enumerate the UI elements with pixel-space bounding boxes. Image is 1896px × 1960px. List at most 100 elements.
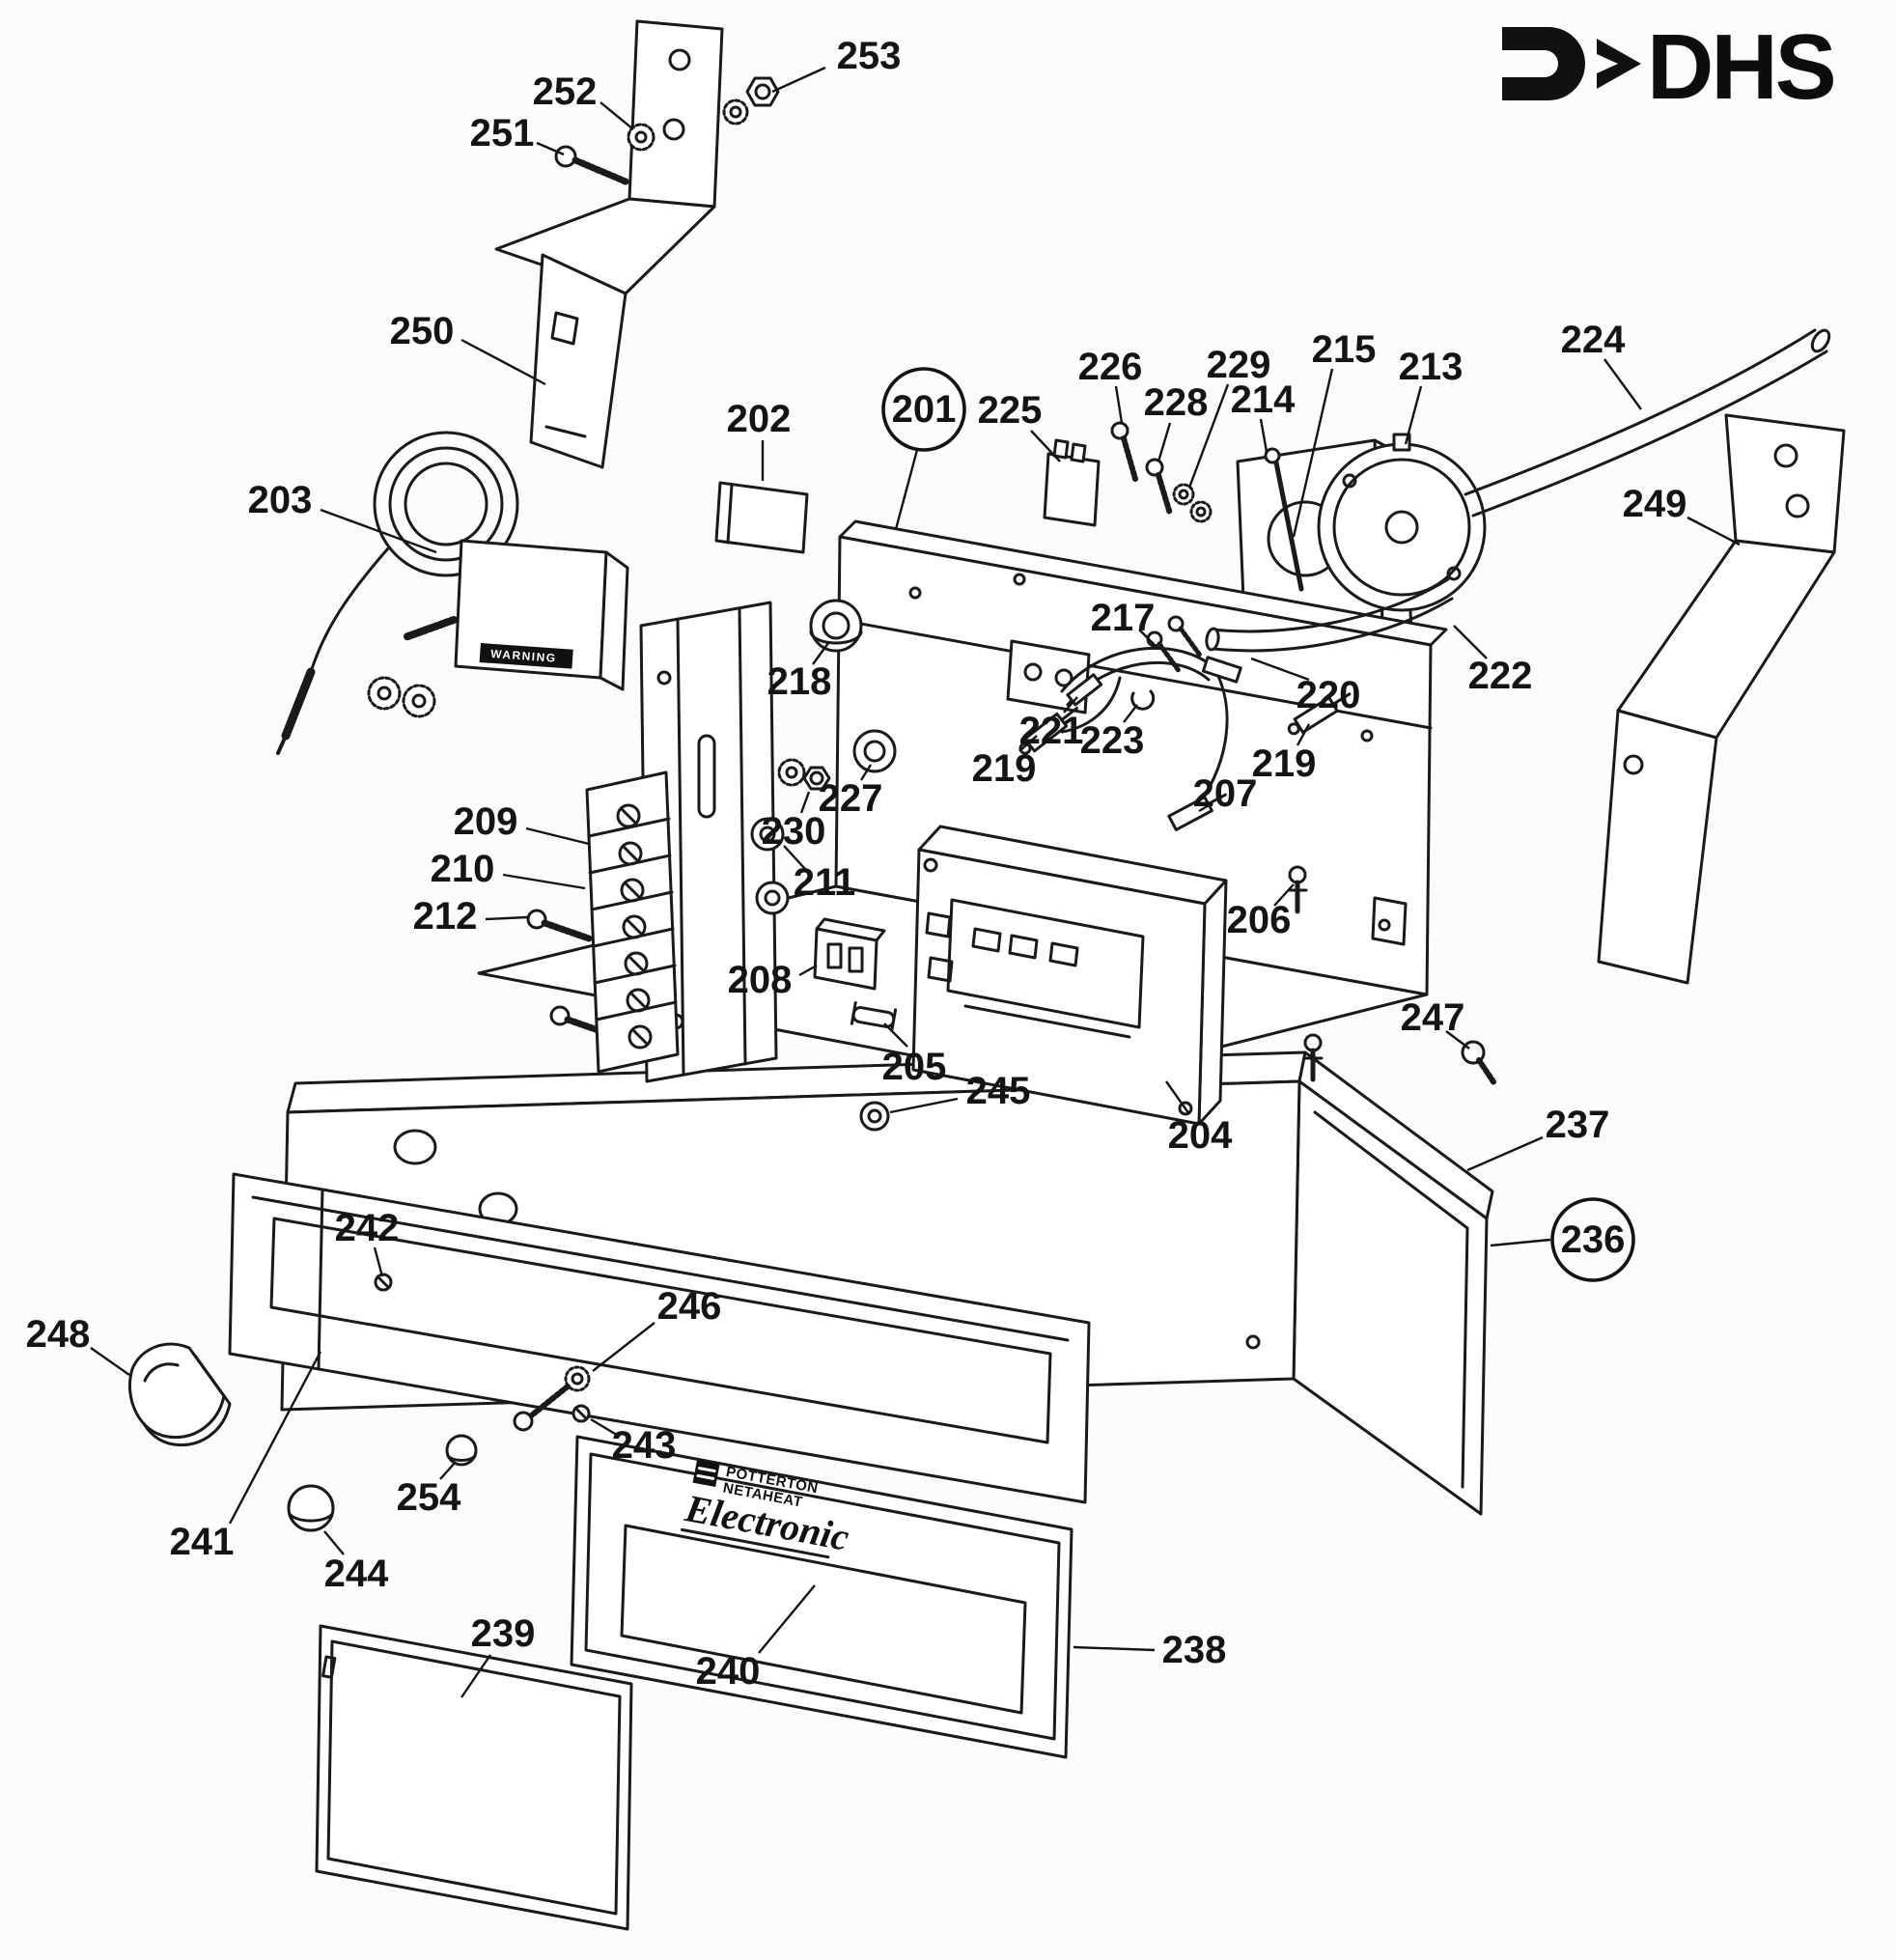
part-label-226-7: 226 <box>1078 346 1143 388</box>
part-label-209-27: 209 <box>454 800 518 843</box>
mounting-bracket-250 <box>494 19 724 469</box>
part-label-219-22: 219 <box>972 747 1037 790</box>
part-label-208-32: 208 <box>728 959 793 1001</box>
leader-line-209-27 <box>525 826 590 846</box>
screw-251 <box>554 145 629 185</box>
leader-line-230-26 <box>799 791 811 814</box>
part-label-211-29: 211 <box>794 861 856 904</box>
part-label-217-16: 217 <box>1091 597 1156 639</box>
part-label-243-42: 243 <box>612 1424 677 1467</box>
bracket-202 <box>714 481 809 554</box>
pressure-switch-assembly <box>1043 421 1487 647</box>
leader-line-240-47 <box>758 1584 816 1654</box>
leader-line-214-10 <box>1259 418 1269 453</box>
connector-220 <box>1201 656 1242 684</box>
part-label-214-10: 214 <box>1231 378 1296 421</box>
screw-242 <box>374 1273 393 1292</box>
front-panel-241 <box>228 1172 1091 1504</box>
leader-line-222-18 <box>1453 625 1488 659</box>
connector-208 <box>813 917 886 991</box>
leader-line-245-34 <box>889 1097 959 1114</box>
electrode-219-left <box>1018 706 1079 755</box>
leader-line-249-15 <box>1687 516 1741 546</box>
line-art: WARNING <box>128 19 1846 1931</box>
rod-215 <box>1264 447 1281 464</box>
leader-line-254-43 <box>439 1461 457 1480</box>
part-label-207-25: 207 <box>1193 772 1258 815</box>
part-label-210-28: 210 <box>431 848 495 890</box>
leader-line-201-5 <box>894 449 919 530</box>
leader-line-208-32 <box>798 964 818 977</box>
part-label-247-36: 247 <box>1401 996 1465 1039</box>
part-label-206-31: 206 <box>1227 899 1292 941</box>
electrode-207 <box>1167 793 1227 831</box>
part-label-238-48: 238 <box>1162 1629 1227 1671</box>
part-label-221-20: 221 <box>1019 710 1084 752</box>
washer-screw-246 <box>513 1365 591 1432</box>
thermostat-203: WARNING <box>276 431 629 755</box>
leader-line-213-12 <box>1404 385 1423 445</box>
dhs-logo-mark <box>1502 27 1585 100</box>
warning-label: WARNING <box>490 647 557 665</box>
part-label-203-14: 203 <box>248 479 313 521</box>
part-label-225-6: 225 <box>978 389 1043 432</box>
leader-line-238-48 <box>1073 1645 1156 1652</box>
part-label-201-5: 201 <box>892 388 957 431</box>
part-label-241-44: 241 <box>170 1521 235 1563</box>
leader-line-236-38 <box>1490 1238 1551 1247</box>
part-label-245-34: 245 <box>966 1070 1031 1112</box>
leader-line-252-1 <box>599 101 634 130</box>
part-label-222-18: 222 <box>1468 655 1533 697</box>
part-label-218-17: 218 <box>767 660 832 703</box>
leader-line-223-21 <box>1123 704 1138 723</box>
nut-253 <box>722 76 780 126</box>
leader-line-247-36 <box>1445 1030 1470 1050</box>
screw-243 <box>572 1404 591 1423</box>
part-label-240-47: 240 <box>696 1650 761 1693</box>
leader-line-244-45 <box>323 1530 345 1555</box>
leader-line-206-31 <box>1273 883 1295 907</box>
mounting-bracket-249 <box>1597 413 1846 985</box>
leader-line-204-35 <box>1165 1080 1190 1115</box>
button-244 <box>287 1484 335 1532</box>
leader-line-215-11 <box>1292 368 1334 538</box>
leader-line-251-2 <box>536 141 565 156</box>
leader-line-210-28 <box>502 873 586 890</box>
control-unit-204 <box>911 825 1228 1126</box>
leader-line-226-7 <box>1114 385 1124 424</box>
control-knob-248 <box>128 1342 232 1447</box>
part-label-230-26: 230 <box>762 810 826 853</box>
fuse-205 <box>850 1001 898 1032</box>
screws-212 <box>526 909 616 1039</box>
leader-line-237-37 <box>1466 1135 1544 1172</box>
leader-line-220-19 <box>1250 657 1310 682</box>
label-circle-236 <box>1550 1197 1635 1282</box>
grommet-218 <box>809 599 863 653</box>
leader-line-246-40 <box>592 1322 655 1372</box>
fixings-206 <box>1287 865 1324 1082</box>
leader-line-229-9 <box>1187 383 1230 489</box>
part-label-254-43: 254 <box>397 1476 461 1519</box>
leader-line-211-29 <box>783 845 806 870</box>
leader-line-242-39 <box>373 1246 384 1277</box>
part-label-224-13: 224 <box>1561 319 1626 361</box>
dhs-logo-text: DHS <box>1647 15 1834 119</box>
part-label-250-3: 250 <box>390 310 455 352</box>
leader-line-227-24 <box>859 764 873 781</box>
tube-222 <box>1205 577 1454 653</box>
nut-230 <box>777 758 831 791</box>
part-label-213-12: 213 <box>1399 346 1464 388</box>
leader-line-225-6 <box>1030 430 1061 462</box>
label-circle-201 <box>881 367 966 452</box>
brand-240: POTTERTON NETAHEAT Electronic <box>680 1460 852 1559</box>
dhs-logo-chevron <box>1597 39 1641 89</box>
leader-line-221-20 <box>1063 696 1078 714</box>
leader-line-219-23 <box>1296 723 1311 746</box>
button-254 <box>445 1434 478 1467</box>
part-label-237-37: 237 <box>1546 1104 1610 1146</box>
electrode-219-right <box>1287 692 1352 736</box>
dhs-logo: DHS <box>1502 15 1837 119</box>
leader-line-253-0 <box>771 66 826 94</box>
